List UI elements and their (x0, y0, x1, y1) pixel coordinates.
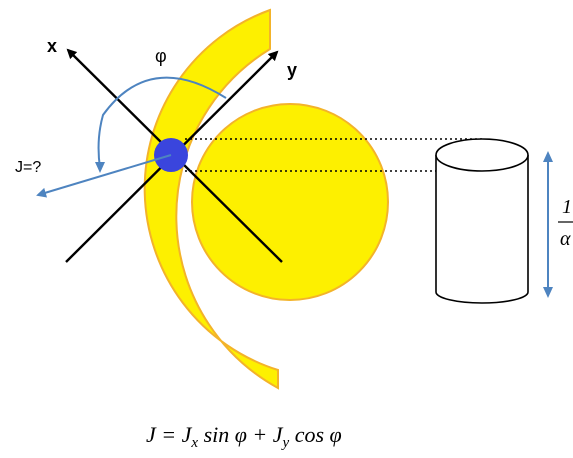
cylinder-shape (435, 138, 529, 304)
phi-angle-arc (97, 76, 227, 169)
x-axis-label: x (47, 36, 57, 56)
phi-arc-arrowhead (95, 162, 105, 173)
y-axis-label: y (287, 60, 297, 80)
height-double-arrow (543, 151, 553, 298)
phi-label: φ (155, 46, 167, 66)
yellow-disc (191, 103, 389, 301)
ratio-numerator: 1 (562, 196, 572, 218)
flux-arrow (36, 154, 172, 198)
flux-label: J=? (15, 159, 41, 176)
ratio-denominator: α (560, 228, 571, 250)
formula: J = Jx sin φ + Jy cos φ (146, 422, 342, 451)
